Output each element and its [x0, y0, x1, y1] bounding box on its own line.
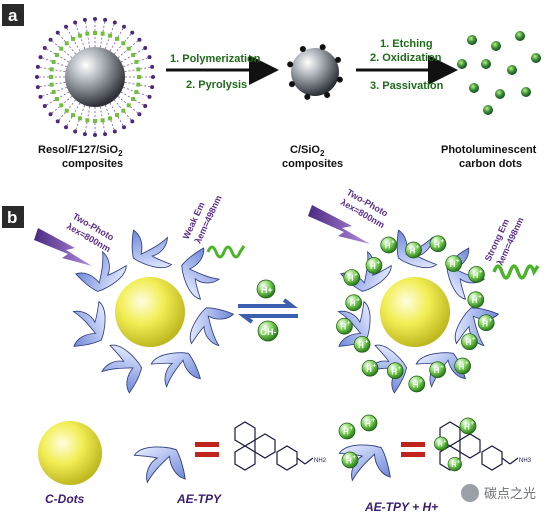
step1-line1: 1. Polymerization [170, 53, 261, 65]
legend-cdot-sphere [38, 421, 102, 485]
legend-aetpy-h-label: AE-TPY + H+ [364, 500, 438, 514]
aetpy-molecule-structure [234, 421, 314, 471]
proton-marker [345, 294, 363, 312]
proton-marker [460, 333, 478, 351]
carbon-dot-1 [491, 41, 501, 51]
proton-marker [467, 265, 485, 283]
hydroxide-reagent: OH- [257, 320, 279, 342]
legend-aetpy-label: AE-TPY [176, 492, 222, 506]
step2-line2: 2. Oxidization [370, 52, 442, 64]
proton-marker [365, 256, 383, 274]
start-label-line1: Resol/F127/SiO2 [38, 144, 123, 158]
proton-marker [408, 375, 426, 393]
carbon-dot-3 [481, 59, 491, 69]
carbon-dot-9 [483, 105, 493, 115]
aetpy-petal [98, 343, 146, 395]
polymer-fringe [35, 17, 155, 137]
c-sio2-sphere [287, 44, 343, 100]
carbon-dot-7 [495, 89, 505, 99]
equilibrium-arrows [238, 298, 298, 324]
proton-label: H+ [261, 285, 273, 295]
panel-a: a Resol/F127/SiO2 composites 1. Polymeri… [2, 4, 541, 170]
end-label-line2: carbon dots [459, 158, 522, 170]
aetpy-petal [148, 340, 206, 399]
proton-marker [343, 269, 361, 287]
proton-marker [477, 314, 495, 332]
left-excitation-bolt-icon [34, 228, 92, 266]
proton-marker [429, 235, 447, 253]
panel-b-badge: b [7, 208, 17, 227]
start-label-line2: composites [62, 158, 123, 170]
legend-equals-2 [401, 442, 425, 457]
hydroxide-label: OH- [260, 327, 277, 337]
proton-marker [353, 335, 371, 353]
aetpy-petal [171, 243, 229, 302]
right-cdot-assembly [324, 222, 499, 399]
panel-b-badge-box [2, 206, 24, 228]
aetpy-petal [59, 298, 117, 353]
watermark-text: 碳点之光 [484, 487, 536, 502]
proton-marker [361, 359, 379, 377]
carbon-dots-cluster [457, 31, 541, 115]
legend-aetpy-petal [131, 434, 192, 497]
proton-marker [429, 361, 447, 379]
legend-h-markers [338, 414, 378, 469]
resol-composite-sphere [35, 17, 155, 137]
proton-reagent: H+ [256, 279, 276, 299]
mid-label-line1: C/SiO2 [290, 144, 325, 158]
legend-nh2-label: NH2 [314, 458, 327, 464]
carbon-dot-0 [467, 35, 477, 45]
right-emission-wave-icon [492, 264, 540, 280]
proton-marker [380, 236, 398, 254]
legend-nh3-label: NH3 [519, 458, 532, 464]
aetpy-petal [189, 307, 234, 347]
legend-equals-1 [195, 442, 219, 457]
panel-a-badge-box [2, 4, 24, 26]
proton-marker [467, 291, 485, 309]
carbon-nodules [287, 44, 343, 100]
step2-line1: 1. Etching [380, 38, 433, 50]
aetpy-petal [72, 245, 129, 299]
step2-line3: 3. Passivation [370, 80, 444, 92]
proton-marker [386, 362, 404, 380]
watermark-logo-icon [461, 484, 479, 502]
right-excitation-bolt-icon [308, 205, 370, 244]
step1-line2: 2. Pyrolysis [186, 79, 247, 91]
carbon-dot-10 [457, 59, 467, 69]
left-cdot-assembly [59, 222, 234, 399]
watermark: 碳点之光 [461, 484, 536, 502]
carbon-dot-8 [521, 87, 531, 97]
proton-marker [445, 255, 463, 273]
aetpy-petal [126, 222, 175, 275]
legend-cdots-label: C-Dots [45, 492, 85, 506]
panel-a-badge: a [8, 6, 18, 25]
proton-marker [454, 357, 472, 375]
proton-marker [335, 317, 353, 335]
end-label-line1: Photoluminescent [441, 144, 537, 156]
legend: C-Dots NH2 AE-TPY [38, 414, 532, 514]
carbon-dot-2 [515, 31, 525, 41]
left-emission-wave-icon [206, 245, 246, 259]
mid-label-line2: composites [282, 158, 343, 170]
panel-b: b Two-Photo λex=800nm Weak Em λem=498nm … [2, 187, 540, 399]
carbon-dot-6 [469, 83, 479, 93]
carbon-dot-5 [531, 53, 541, 63]
proton-marker [404, 241, 422, 259]
carbon-dot-4 [507, 65, 517, 75]
